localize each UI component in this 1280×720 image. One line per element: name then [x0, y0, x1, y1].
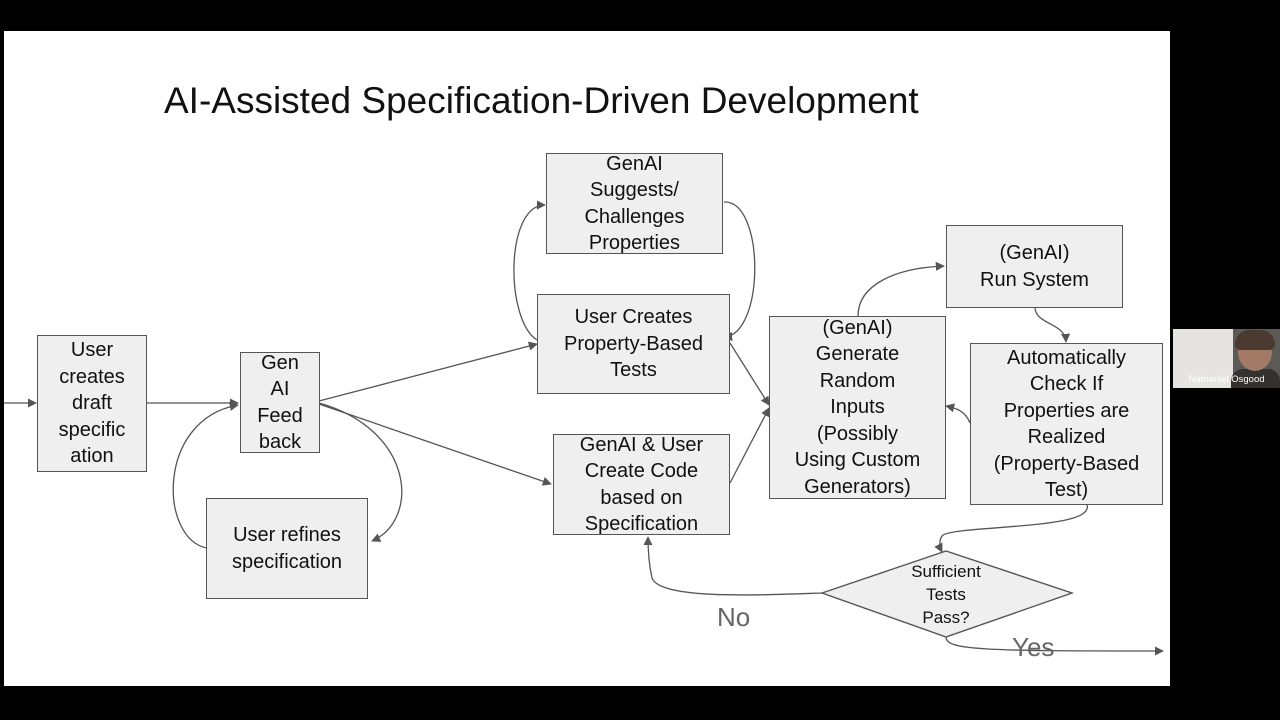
- arrow-run-to-check: [1034, 306, 1071, 343]
- label-yes: Yes: [1012, 632, 1055, 662]
- node-genai-suggests: GenAI Suggests/ Challenges Properties: [546, 153, 723, 254]
- arrow-pbt-to-suggest: [513, 200, 546, 341]
- node-genai-feedback: Gen AI Feed back: [240, 352, 320, 453]
- node-check-properties: Automatically Check If Properties are Re…: [970, 343, 1163, 505]
- node-run-system: (GenAI) Run System: [946, 225, 1123, 308]
- decision-diamond: [819, 550, 1075, 638]
- node-draft-specification: User creates draft specific ation: [37, 335, 147, 472]
- node-user-refines: User refines specification: [206, 498, 368, 599]
- node-create-code: GenAI & User Create Code based on Specif…: [553, 434, 730, 535]
- arrow-refine-to-feedback: [172, 401, 239, 549]
- arrow-decision-yes-exit: [945, 636, 1164, 656]
- slide-title: AI-Assisted Specification-Driven Develop…: [164, 80, 919, 121]
- label-no: No: [717, 602, 751, 632]
- arrow-check-to-decision: [934, 504, 1088, 553]
- participant-body: [1231, 369, 1280, 388]
- node-generate-inputs: (GenAI) Generate Random Inputs (Possibly…: [769, 316, 946, 499]
- arrow-generate-to-run: [857, 261, 945, 317]
- arrow-feedback-to-pbt: [318, 341, 538, 402]
- arrow-decision-no-to-code: [643, 536, 824, 596]
- participant-video-tile[interactable]: Nathaniel Osgood: [1173, 329, 1280, 388]
- video-background: [1173, 329, 1233, 388]
- arrow-suggest-to-pbt: [723, 201, 756, 342]
- participant-name: Nathaniel Osgood: [1188, 374, 1265, 385]
- arrow-code-to-generate: [729, 407, 770, 484]
- arrow-pbt-to-generate: [729, 342, 770, 406]
- arrow-check-to-generate: [945, 403, 971, 424]
- node-user-pbt: User Creates Property-Based Tests: [537, 294, 730, 394]
- arrow-feedback-to-code: [318, 403, 552, 486]
- decision-label: Sufficient Tests Pass?: [911, 562, 981, 627]
- participant-hair: [1235, 330, 1275, 350]
- arrow-feedback-to-refine: [318, 402, 403, 542]
